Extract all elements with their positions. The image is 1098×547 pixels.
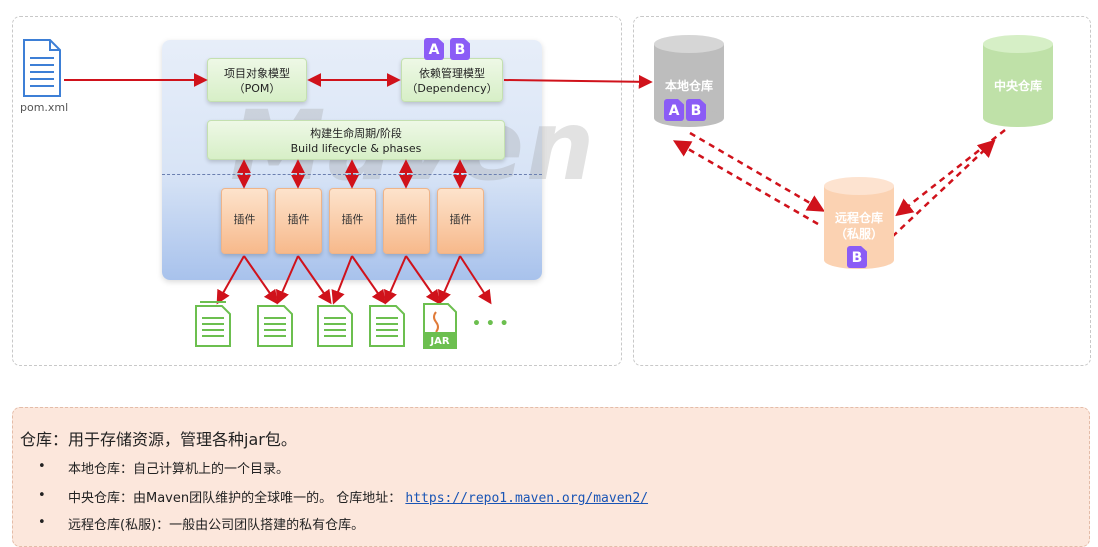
plugin-box: 插件 xyxy=(437,188,484,254)
central-repo-label: 中央仓库 xyxy=(993,79,1042,93)
flow-arrows xyxy=(64,73,653,305)
local-badge-b: B xyxy=(686,99,706,121)
plugin-box: 插件 xyxy=(383,188,430,254)
jar-icon xyxy=(423,303,457,349)
lifecycle-subtitle: Build lifecycle & phases xyxy=(290,142,422,155)
maven-model-panel xyxy=(12,16,622,366)
bullet-central-repo: 中央仓库：由Maven团队维护的全球唯一的。 仓库地址： https://rep… xyxy=(68,487,648,506)
pom-file-label: pom.xml xyxy=(20,101,69,114)
remote-repo-label: 远程仓库 （私服） xyxy=(824,210,894,242)
bullet-mark: • xyxy=(38,515,46,530)
repo-arrows xyxy=(672,129,1006,237)
output-doc-icon xyxy=(195,301,231,347)
output-doc-icon xyxy=(369,305,405,347)
central-repo-cylinder xyxy=(983,35,1053,127)
remote-repo-title: 远程仓库 xyxy=(834,211,883,225)
jar-label: JAR xyxy=(430,336,450,347)
pom-model-subtitle: （POM） xyxy=(233,82,281,95)
dependency-model-title: 依赖管理模型 xyxy=(419,67,485,80)
pom-model-title: 项目对象模型 xyxy=(224,67,290,80)
info-title: 仓库：用于存储资源，管理各种jar包。 xyxy=(20,430,297,449)
more-outputs-ellipsis: • • • xyxy=(472,316,509,332)
bullet-mark: • xyxy=(38,488,46,503)
output-doc-icon xyxy=(317,305,353,347)
central-repo-link[interactable]: https://repo1.maven.org/maven2/ xyxy=(405,491,649,506)
output-doc-icon xyxy=(257,305,293,347)
plugin-box: 插件 xyxy=(221,188,268,254)
plugin-box: 插件 xyxy=(329,188,376,254)
bullet-local-repo: 本地仓库：自己计算机上的一个目录。 xyxy=(68,462,290,477)
dependency-model-subtitle: （Dependency） xyxy=(406,82,498,95)
repository-panel xyxy=(633,16,1091,366)
dependency-model-box: 依赖管理模型 （Dependency） xyxy=(401,58,503,102)
bullet-central-text: 中央仓库：由Maven团队维护的全球唯一的。 仓库地址： xyxy=(68,491,402,506)
pom-file-icon xyxy=(23,39,61,97)
badge-b: B xyxy=(450,38,470,60)
lifecycle-box: 构建生命周期/阶段 Build lifecycle & phases xyxy=(207,120,505,160)
bullet-mark: • xyxy=(38,459,46,474)
remote-repo-subtitle: （私服） xyxy=(834,227,883,241)
remote-badge-b: B xyxy=(847,246,867,268)
local-badge-a: A xyxy=(664,99,684,121)
lifecycle-title: 构建生命周期/阶段 xyxy=(310,127,402,140)
local-repo-label: 本地仓库 xyxy=(664,79,713,93)
info-box xyxy=(12,407,1090,547)
badge-a: A xyxy=(424,38,444,60)
bullet-remote-repo: 远程仓库(私服)：一般由公司团队搭建的私有仓库。 xyxy=(68,518,365,533)
pom-model-box: 项目对象模型 （POM） xyxy=(207,58,307,102)
